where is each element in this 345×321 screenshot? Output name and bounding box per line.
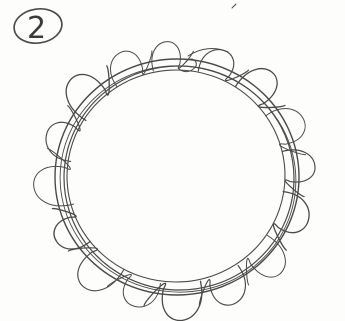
coil-loop [68,248,123,291]
wisp-stroke [232,4,236,8]
coil-loop [246,236,285,285]
figure-label-number: 2 [27,11,46,46]
coil-loop [266,109,306,155]
wisp-stroke [188,49,228,56]
coil-loop [52,209,90,250]
figure-label: 2 [12,6,64,46]
coil-loops [34,42,315,321]
top-wisps [178,4,236,72]
ring-stroke-extra [44,49,312,309]
ring-stroke-inner [62,64,291,287]
wisp-stroke [178,59,196,72]
main-ring [44,49,312,309]
